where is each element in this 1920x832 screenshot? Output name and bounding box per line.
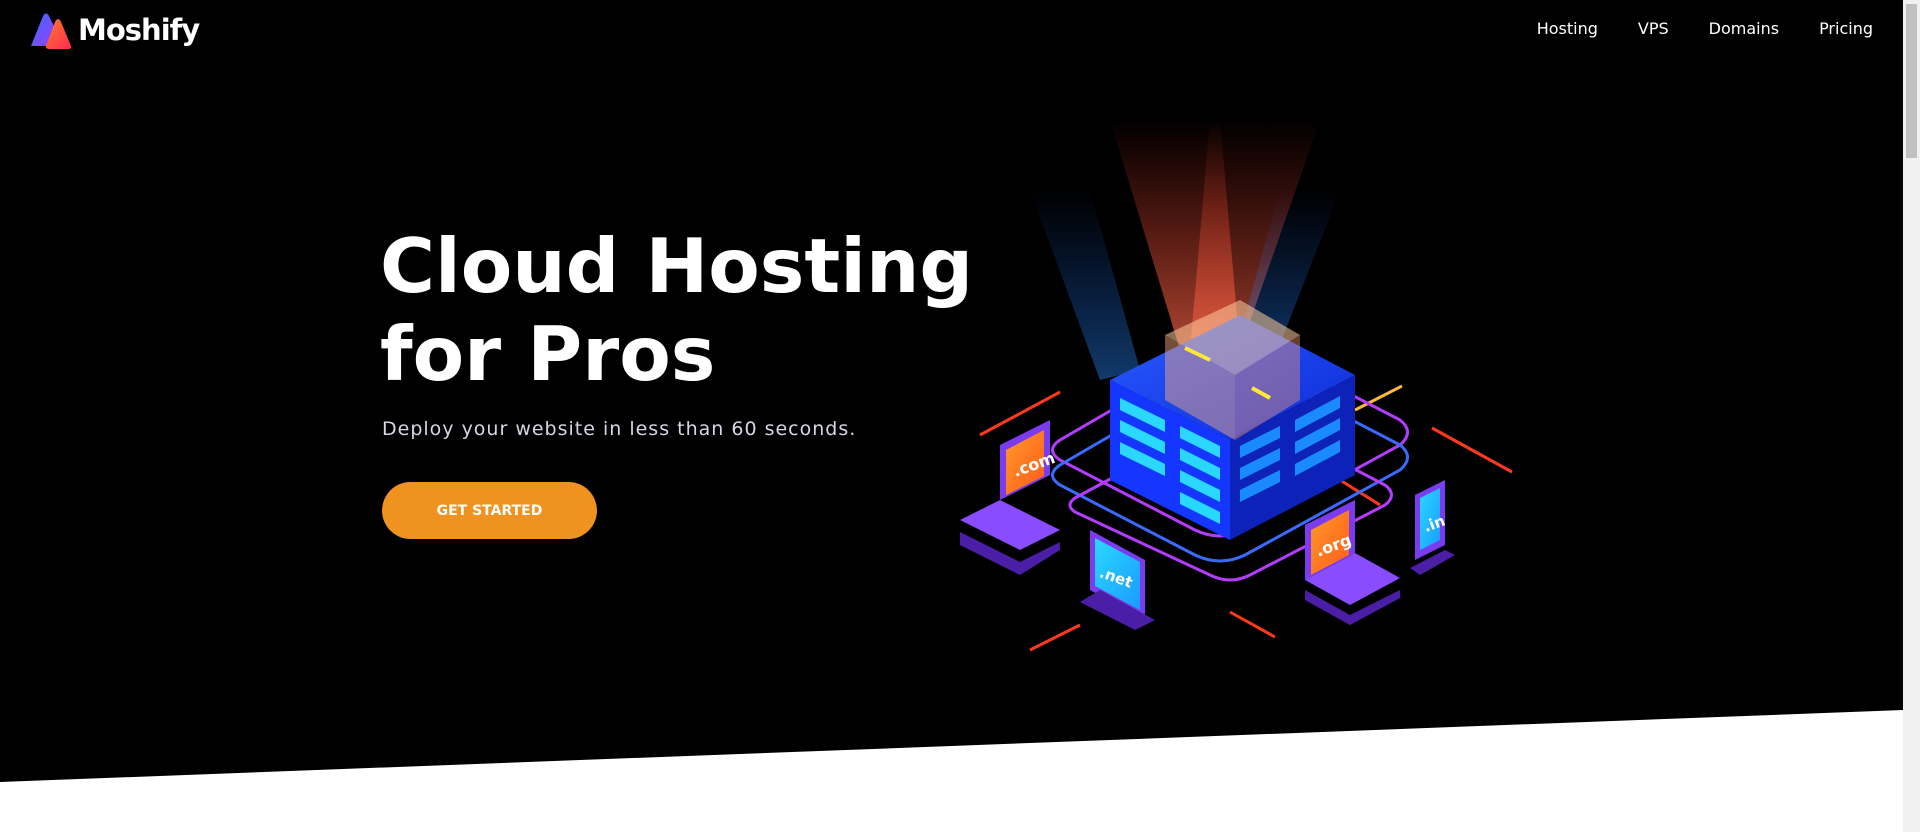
nav-item-vps[interactable]: VPS bbox=[1637, 19, 1669, 38]
nav-item-hosting[interactable]: Hosting bbox=[1536, 19, 1598, 38]
page-scrollbar[interactable] bbox=[1903, 0, 1920, 832]
moshify-logo-icon bbox=[31, 13, 72, 49]
nav-item-domains[interactable]: Domains bbox=[1708, 19, 1780, 38]
brand-logo[interactable]: Moshify bbox=[28, 10, 200, 50]
brand-name: Moshify bbox=[78, 13, 200, 47]
main-nav: Hosting VPS Domains Pricing bbox=[1497, 19, 1873, 38]
get-started-button[interactable]: GET STARTED bbox=[382, 482, 597, 539]
scrollbar-thumb[interactable] bbox=[1906, 4, 1917, 158]
nav-item-pricing[interactable]: Pricing bbox=[1819, 19, 1873, 38]
hero-subtitle: Deploy your website in less than 60 seco… bbox=[382, 418, 857, 440]
hero-title: Cloud Hosting for Pros bbox=[380, 222, 974, 398]
site-header: Moshify Hosting VPS Domains Pricing bbox=[0, 0, 1903, 60]
cloud-server-illustration: .com .net .org .in bbox=[960, 120, 1513, 652]
